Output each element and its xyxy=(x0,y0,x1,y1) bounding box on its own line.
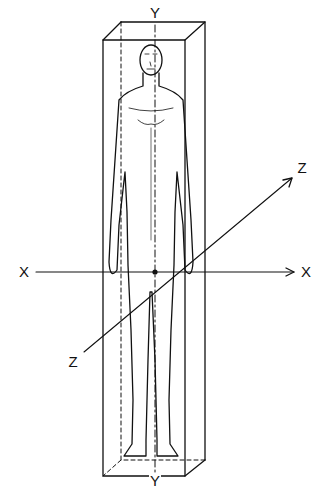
axis-label: Z xyxy=(296,160,307,176)
axis-label: Y xyxy=(149,473,161,489)
axis-label: X xyxy=(300,264,312,280)
axis-label: X xyxy=(18,264,30,280)
axis-label: Z xyxy=(67,354,78,370)
axis-label: Y xyxy=(149,5,161,21)
